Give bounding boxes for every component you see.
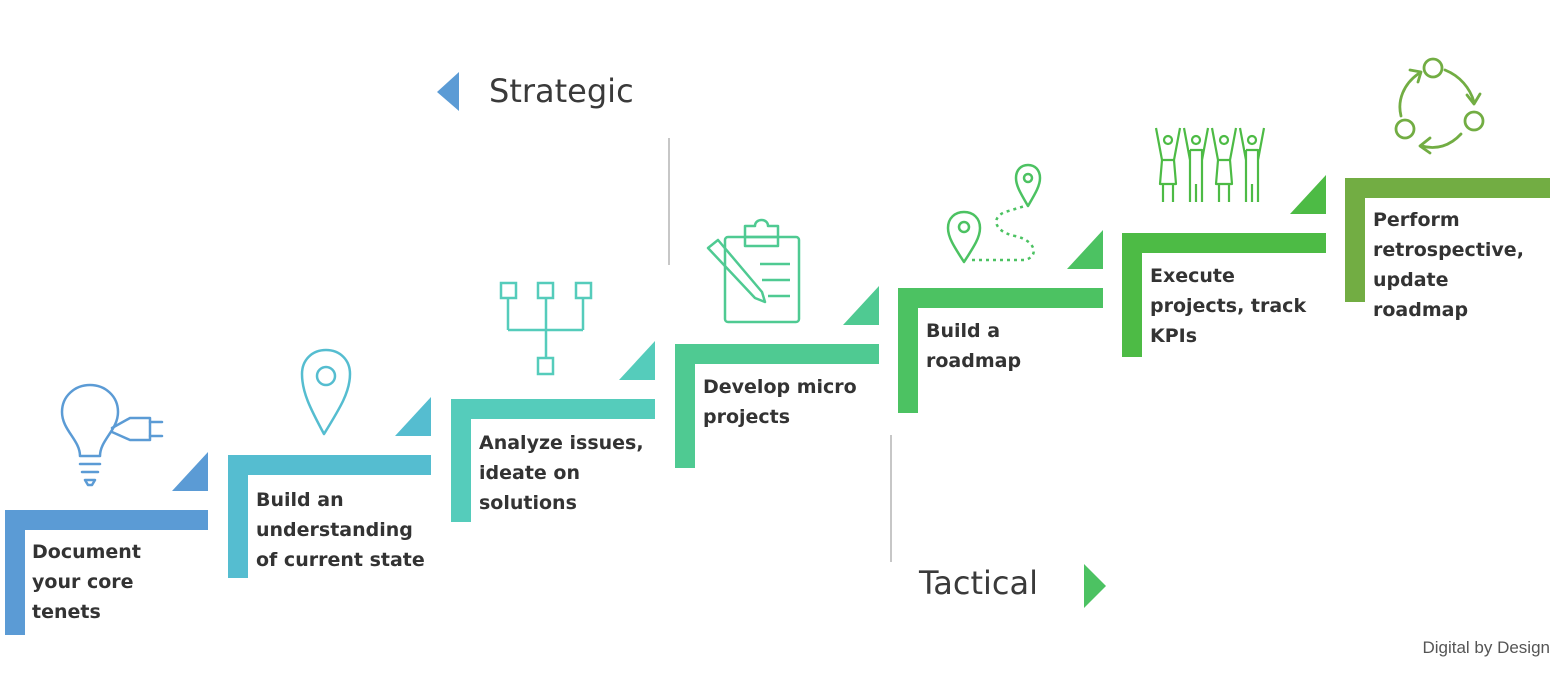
step-1-label: Document your core tenets xyxy=(32,541,141,623)
route-map-icon xyxy=(946,163,1042,264)
credit-text: Digital by Design xyxy=(1422,638,1550,657)
cycle-arrows-icon xyxy=(1394,57,1485,155)
step-7 xyxy=(1345,57,1550,302)
strategic-label: Strategic xyxy=(489,72,634,110)
step-3 xyxy=(451,281,655,522)
step-4-label: Develop micro projects xyxy=(703,376,857,428)
step-2 xyxy=(228,348,431,578)
clipboard-icon xyxy=(706,218,801,324)
step-4-bar xyxy=(675,344,879,468)
step-5-label: Build a roadmap xyxy=(926,320,1022,372)
hierarchy-icon xyxy=(499,281,593,376)
tactical-label: Tactical xyxy=(919,564,1038,602)
step-7-bar xyxy=(1345,178,1550,302)
step-5-triangle xyxy=(1067,230,1103,269)
step-3-bar xyxy=(451,399,655,522)
step-2-label: Build an understanding of current state xyxy=(256,489,425,571)
strategic-arrow-icon xyxy=(437,72,459,111)
people-celebrating-icon xyxy=(1154,127,1266,202)
step-6 xyxy=(1122,127,1326,357)
step-4-triangle xyxy=(843,286,879,325)
tactical-arrow-icon xyxy=(1084,564,1106,608)
step-7-label: Perform retrospective, update roadmap xyxy=(1373,209,1524,321)
step-5 xyxy=(898,163,1103,413)
step-1-triangle xyxy=(172,452,208,491)
step-6-triangle xyxy=(1290,175,1326,214)
step-6-bar xyxy=(1122,233,1326,357)
step-1 xyxy=(5,383,208,635)
step-5-bar xyxy=(898,288,1103,413)
step-4 xyxy=(675,218,879,468)
location-pin-icon xyxy=(300,348,352,436)
step-3-triangle xyxy=(619,341,655,380)
lightbulb-icon xyxy=(60,383,164,487)
step-2-bar xyxy=(228,455,431,578)
step-3-label: Analyze issues, ideate on solutions xyxy=(479,432,644,514)
step-1-bar xyxy=(5,510,208,635)
step-6-label: Execute projects, track KPIs xyxy=(1150,265,1307,347)
step-2-triangle xyxy=(395,397,431,436)
